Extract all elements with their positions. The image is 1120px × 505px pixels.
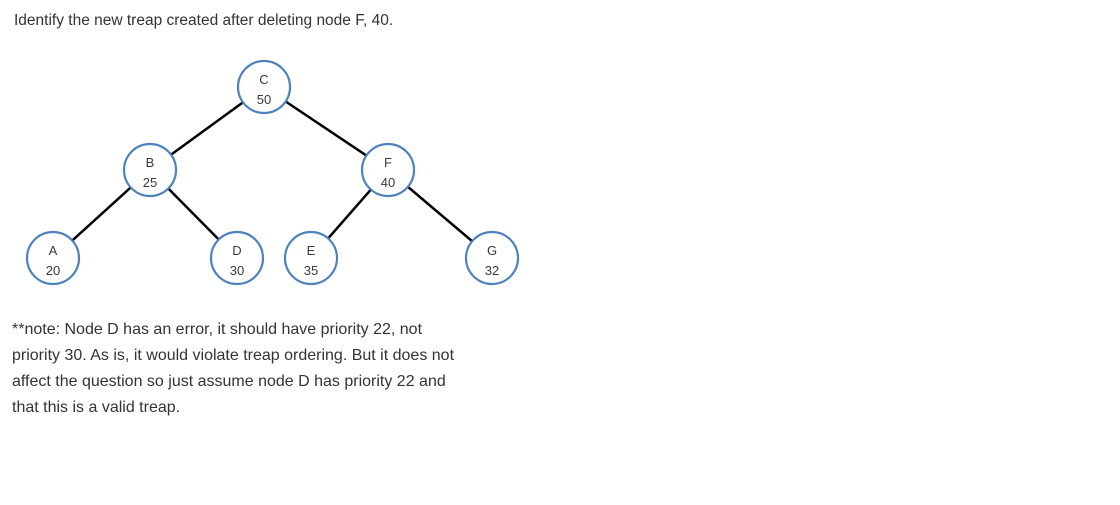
node-circle-E [283, 230, 339, 286]
node-key-label: F [384, 155, 392, 170]
node-B: B 25 [122, 142, 178, 198]
node-priority-label: 35 [304, 263, 318, 278]
node-circle-F [360, 142, 416, 198]
node-A: A 20 [25, 230, 81, 286]
note-line: that this is a valid treap. [12, 399, 181, 416]
node-priority-label: 20 [46, 263, 60, 278]
node-C: C 50 [236, 59, 292, 115]
node-circle-D [209, 230, 265, 286]
node-circle-B [122, 142, 178, 198]
node-key-label: E [307, 243, 316, 258]
node-key-label: G [487, 243, 497, 258]
node-key-label: D [232, 243, 241, 258]
node-D: D 30 [209, 230, 265, 286]
node-key-label: A [49, 243, 58, 258]
note-line: priority 30. As is, it would violate tre… [12, 347, 455, 364]
node-priority-label: 50 [257, 92, 271, 107]
node-E: E 35 [283, 230, 339, 286]
treap-diagram: C 50B 25 F 40A 20 D 30 E 35 G 32 [25, 59, 520, 286]
question-text: Identify the new treap created after del… [14, 12, 394, 29]
node-circle-C [236, 59, 292, 115]
node-priority-label: 40 [381, 175, 395, 190]
node-priority-label: 30 [230, 263, 244, 278]
node-circle-G [464, 230, 520, 286]
node-priority-label: 25 [143, 175, 157, 190]
node-key-label: B [146, 155, 155, 170]
node-priority-label: 32 [485, 263, 499, 278]
node-circle-A [25, 230, 81, 286]
node-G: G 32 [464, 230, 520, 286]
node-F: F 40 [360, 142, 416, 198]
note-line: affect the question so just assume node … [12, 373, 446, 390]
node-key-label: C [259, 72, 268, 87]
note-text: **note: Node D has an error, it should h… [12, 317, 454, 421]
note-line: **note: Node D has an error, it should h… [12, 321, 423, 338]
